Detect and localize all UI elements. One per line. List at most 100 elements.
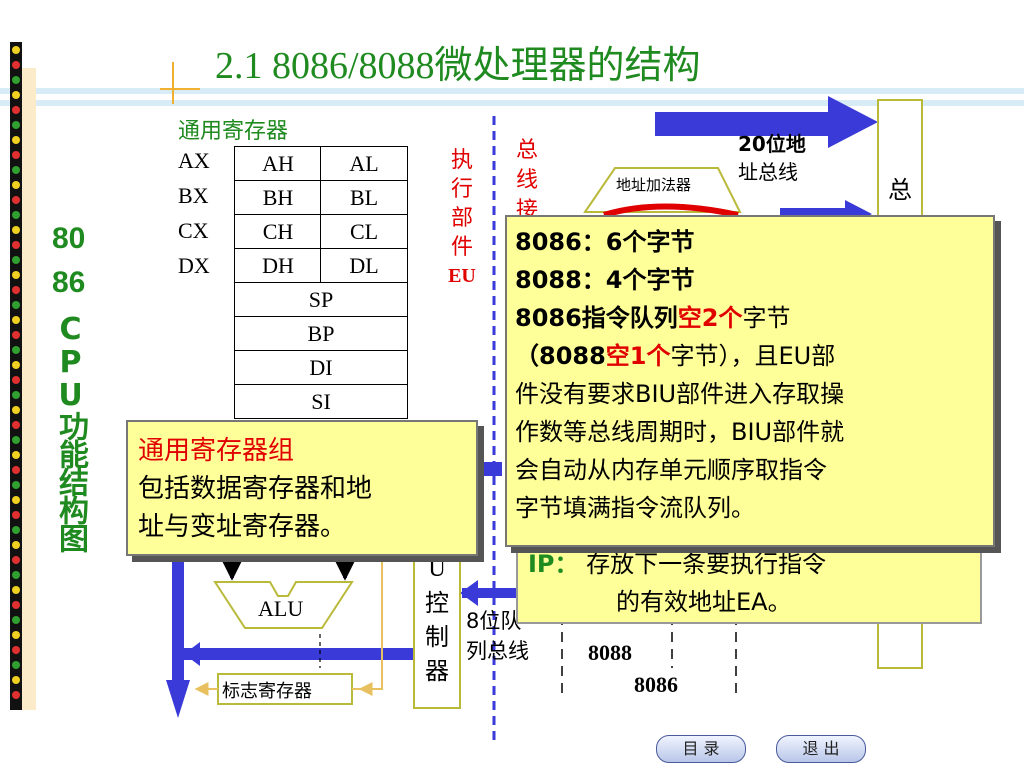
film-strip-dot: [12, 346, 20, 354]
address-bus-label-line-1: 20位地: [738, 132, 806, 156]
film-strip-dot: [12, 451, 20, 459]
queue-bus-arrow: [460, 580, 478, 606]
film-strip-dot: [12, 46, 20, 54]
chip-label-8086: 8086: [634, 672, 678, 697]
biu-label-char-1: 总: [515, 138, 538, 163]
film-strip-dot: [12, 241, 20, 249]
contents-button-label: 目 录: [682, 739, 720, 758]
ip-callout-ip-label: IP：: [528, 550, 579, 578]
film-strip-dot: [12, 406, 20, 414]
register-group-label: 通用寄存器: [178, 119, 289, 144]
queue-callout-line-1: 8086：6个字节: [515, 228, 695, 256]
general-register-callout-body-2: 址与变址寄存器。: [138, 512, 347, 542]
queue-callout-line-3b: 字节: [742, 304, 791, 332]
address-bus-arrow: [655, 96, 878, 148]
film-strip-dot: [12, 166, 20, 174]
film-strip-dot: [12, 286, 20, 294]
queue-callout-line-7: 会自动从内存单元顺序取指令: [515, 456, 827, 484]
queue-callout-line-6: 作数等总线周期时，BIU部件就: [515, 418, 845, 446]
register-cl: CL: [320, 214, 408, 249]
film-strip-dot: [12, 631, 20, 639]
film-strip-dot: [12, 526, 20, 534]
film-strip-bar: [10, 42, 22, 710]
film-strip-dot: [12, 661, 20, 669]
register-name-bx: BX: [178, 183, 209, 208]
film-strip-dot: [12, 211, 20, 219]
register-dl: DL: [320, 248, 408, 283]
queue-callout-line-2: 8088：4个字节: [515, 266, 695, 294]
queue-bus-label-line-2: 列总线: [466, 639, 529, 663]
deco-crosshair-h: [160, 88, 200, 90]
register-sp: SP: [234, 282, 408, 317]
ip-callout-desc: 存放下一条要执行指令: [586, 550, 827, 578]
chip-label-8088: 8088: [588, 640, 632, 665]
queue-callout-line-4-red: 空1个: [605, 342, 671, 370]
eu-bus-right-arrow: [184, 642, 200, 666]
address-bus-label-line-2: 址总线: [738, 160, 798, 184]
general-register-callout: 通用寄存器组 包括数据寄存器和地 址与变址寄存器。: [126, 420, 478, 556]
film-strip-dot: [12, 601, 20, 609]
exit-button[interactable]: 退 出: [776, 735, 866, 763]
film-strip-dot: [12, 76, 20, 84]
eu-label-char-3: 部: [450, 206, 473, 231]
deco-crosshair: [172, 62, 174, 104]
slide-title: 2.1 8086/8088微处理器的结构: [215, 45, 701, 87]
alu-label: ALU: [258, 596, 304, 621]
film-strip-dot: [12, 556, 20, 564]
film-strip-dot: [12, 196, 20, 204]
address-adder-label: 地址加法器: [616, 176, 692, 194]
alu-shape: [213, 581, 354, 629]
film-strip-dot: [12, 106, 20, 114]
film-strip-dot: [12, 421, 20, 429]
register-name-dx: DX: [178, 253, 210, 278]
eu-label-char-1: 执: [450, 148, 473, 173]
film-strip-dot: [12, 481, 20, 489]
register-dh: DH: [234, 248, 322, 283]
deco-stripe-2: [0, 100, 1024, 106]
register-name-ax: AX: [178, 148, 210, 173]
eu-label-suffix: EU: [448, 265, 476, 287]
queue-callout: 8086：6个字节 8088：4个字节 8086指令队列空2个字节 （8088空…: [505, 215, 995, 547]
eu-control-char-4: 器: [425, 657, 449, 685]
eu-control-box: [413, 539, 461, 709]
film-strip-dot: [12, 496, 20, 504]
film-strip-dot: [12, 121, 20, 129]
queue-bus-label-line-1: 8位队: [466, 609, 522, 633]
biu-label-char-2: 线: [515, 168, 538, 193]
queue-callout-line-5: 件没有要求BIU部件进入存取操: [515, 380, 845, 408]
eu-control-label: U 控 制 器: [420, 552, 454, 688]
yellow-edge-strip: [22, 68, 36, 710]
film-strip-dot: [12, 586, 20, 594]
eu-bus-bottom: [184, 648, 414, 660]
address-adder-shape: [583, 167, 742, 213]
queue-callout-line-3a: 8086指令队列: [515, 304, 678, 332]
film-strip-dot: [12, 466, 20, 474]
ip-callout-line-2: 的有效地址EA。: [616, 588, 792, 616]
register-bh: BH: [234, 180, 322, 215]
eu-label: 执 行 部 件 EU: [447, 146, 477, 291]
address-bus-20-label: 20位地 址总线: [738, 130, 806, 186]
film-strip-dot: [12, 301, 20, 309]
side-title-line-3: CPU功能结构图: [53, 312, 88, 551]
film-strip-dot: [12, 676, 20, 684]
ip-callout-line-1: IP： 存放下一条要执行指令: [528, 544, 826, 579]
side-title-line-2: 86: [52, 266, 86, 299]
register-al: AL: [320, 146, 408, 181]
queue-callout-line-4: （8088空1个字节），且EU部: [515, 337, 993, 375]
register-bl: BL: [320, 180, 408, 215]
register-si: SI: [234, 384, 408, 419]
queue-bus-line: [462, 588, 554, 598]
exit-button-label: 退 出: [802, 739, 840, 758]
flags-register-label: 标志寄存器: [222, 681, 312, 702]
queue-callout-line-3-red: 空2个: [677, 304, 743, 332]
queue-callout-line-8: 字节填满指令流队列。: [515, 494, 755, 522]
film-strip-dot: [12, 316, 20, 324]
film-strip-dot: [12, 331, 20, 339]
film-strip-dot: [12, 646, 20, 654]
register-bp: BP: [234, 316, 408, 351]
queue-callout-line-4b: 字节），且EU部: [670, 342, 836, 370]
eu-label-char-4: 件: [450, 235, 473, 260]
register-di: DI: [234, 350, 408, 385]
contents-button[interactable]: 目 录: [656, 735, 746, 763]
film-strip-dot: [12, 376, 20, 384]
